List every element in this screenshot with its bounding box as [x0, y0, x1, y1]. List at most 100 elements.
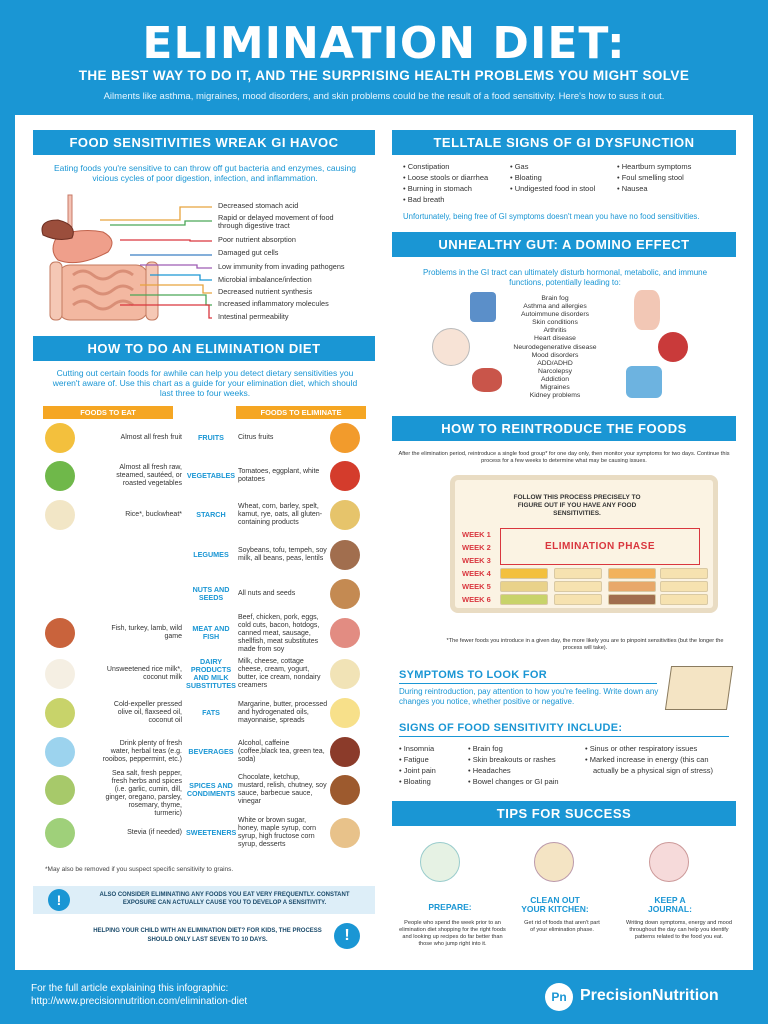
signs-title: SIGNS OF FOOD SENSITIVITY INCLUDE: [399, 722, 623, 734]
digestive-tract-illustration [41, 194, 159, 321]
domino-item: Asthma and allergies [523, 303, 587, 311]
food-to-eat-icon [45, 818, 75, 848]
tip-prepare-head: PREPARE: [428, 902, 472, 912]
page-title: ELIMINATION DIET: [142, 18, 626, 69]
knee-icon [634, 290, 660, 330]
food-to-eat-icon [45, 500, 75, 530]
food-to-eliminate-text: Tomatoes, eggplant, white potatoes [238, 468, 320, 483]
calendar-day-cell [500, 594, 548, 605]
heart-icon [658, 332, 688, 362]
calendar-day-cell [608, 581, 656, 592]
food-to-eliminate-text: Beef, chicken, pork, eggs, cold cuts, ba… [238, 614, 320, 653]
food-to-eliminate-icon [330, 818, 360, 848]
food-to-eat-icon [45, 775, 75, 805]
telltale-item: Loose stools or diarrhea [403, 172, 513, 183]
how-section-title: HOW TO DO AN ELIMINATION DIET [33, 336, 375, 361]
calendar-day-cell [608, 594, 656, 605]
food-category: STARCH [196, 510, 226, 519]
food-to-eat-text: Unsweetened rice milk*, coconut milk [106, 666, 182, 681]
food-to-eliminate-text: Alcohol, caffeine (coffee,black tea, gre… [238, 740, 325, 763]
telltale-section-title: TELLTALE SIGNS OF GI DYSFUNCTION [392, 130, 736, 155]
calendar-title: FOLLOW THIS PROCESS PRECISELY TO FIGURE … [513, 494, 641, 517]
domino-item: Migraines [540, 384, 570, 392]
gi-connector-lines [100, 206, 212, 319]
domino-item: ADD/ADHD [537, 359, 573, 367]
sign-item: Brain fog [468, 743, 583, 754]
alert-text-1: ALSO CONSIDER ELIMINATING ANY FOODS YOU … [99, 892, 350, 906]
footer-url[interactable]: http://www.precisionnutrition.com/elimin… [31, 996, 248, 1007]
gi-description: Eating foods you're sensitive to can thr… [54, 163, 356, 183]
telltale-item: Bad breath [403, 194, 513, 205]
telltale-item: Undigested food in stool [510, 183, 620, 194]
elimination-phase-text: ELIMINATION PHASE [545, 541, 655, 552]
food-to-eliminate-icon [330, 540, 360, 570]
telltale-item: Burning in stomach [403, 183, 513, 194]
calendar-day-cell [554, 568, 602, 579]
food-to-eat-text: Stevia (if needed) [127, 829, 182, 836]
sign-item: Joint pain [399, 765, 464, 776]
gi-effect-item: Decreased nutrient synthesis [218, 287, 313, 296]
telltale-note: Unfortunately, being free of GI symptoms… [403, 212, 700, 221]
week-label: WEEK 1 [462, 530, 491, 539]
food-to-eat-text: Drink plenty of fresh water, herbal teas… [102, 740, 182, 763]
sign-item: Insomnia [399, 743, 464, 754]
calendar-day-cell [500, 568, 548, 579]
week-label: WEEK 5 [462, 582, 491, 591]
domino-item: Neurodegenerative disease [513, 343, 597, 351]
food-to-eat-icon [45, 698, 75, 728]
calendar-day-cell [608, 568, 656, 579]
diet-row: LEGUMES Soybeans, tofu, tempeh, soy milk,… [40, 537, 360, 573]
symptoms-divider [399, 683, 657, 684]
brand-logo-icon: Pn [545, 983, 573, 1011]
gi-effect-item: Increased inflammatory molecules [218, 299, 329, 308]
gi-effect-item: Intestinal permeability [218, 312, 289, 321]
foods-to-eat-label: FOODS TO EAT [43, 406, 173, 419]
food-category: FATS [202, 708, 220, 717]
domino-item: Brain fog [541, 295, 569, 302]
tip-prepare-text: People who spend the week prior to an el… [399, 920, 506, 947]
food-to-eat-text: Cold-expeller pressed olive oil, flaxsee… [113, 701, 182, 724]
how-description: Cutting out certain foods for awhile can… [52, 368, 358, 398]
food-category: LEGUMES [193, 550, 229, 559]
week-label: WEEK 3 [462, 556, 491, 565]
sleeping-person-icon [626, 366, 662, 398]
food-category: SWEETENERS [186, 828, 237, 837]
week-label: WEEK 2 [462, 543, 491, 552]
domino-item: Addiction [541, 375, 569, 383]
food-to-eliminate-icon [330, 618, 360, 648]
telltale-item: Constipation [403, 161, 513, 172]
inhaler-icon [470, 292, 496, 322]
signs-list-col3: Sinus or other respiratory issues Marked… [585, 743, 730, 776]
kidney-icon [472, 368, 502, 392]
food-to-eat-text: Almost all fresh raw, steamed, sautéed, … [116, 464, 182, 487]
telltale-item: Nausea [617, 183, 732, 194]
telltale-item: Foul smelling stool [617, 172, 732, 183]
brand-logo-text: Pn [551, 990, 567, 1004]
food-to-eliminate-text: Citrus fruits [238, 434, 274, 441]
elimination-phase-box: ELIMINATION PHASE [500, 528, 700, 565]
gi-effect-item: Rapid or delayed movement of food throug… [218, 213, 334, 230]
calendar-day-cell [500, 581, 548, 592]
domino-item: Skin conditions [532, 319, 578, 327]
telltale-item: Gas [510, 161, 620, 172]
food-category: DAIRY PRODUCTS AND MILK SUBSTITUTES [186, 656, 236, 691]
food-to-eliminate-text: Soybeans, tofu, tempeh, soy milk, all be… [238, 547, 327, 562]
food-to-eliminate-text: All nuts and seeds [238, 590, 296, 597]
food-to-eliminate-icon [330, 423, 360, 453]
gi-effect-item: Microbial imbalance/infection [218, 275, 312, 284]
page-subtitle: THE BEST WAY TO DO IT, AND THE SURPRISIN… [78, 68, 690, 83]
page-intro: Ailments like asthma, migraines, mood di… [103, 91, 665, 102]
alert-icon-1: ! [48, 889, 70, 911]
diet-row: Almost all fresh raw, steamed, sautéed, … [40, 458, 360, 494]
alert-icon-2: ! [334, 923, 360, 949]
foods-to-eliminate-text: FOODS TO ELIMINATE [260, 408, 342, 417]
calendar-day-cell [554, 581, 602, 592]
food-to-eat-icon [45, 423, 75, 453]
food-to-eliminate-text: Milk, cheese, cottage cheese, cream, yog… [238, 658, 321, 689]
calendar-day-cell [660, 568, 708, 579]
tip-clean-text: Get rid of foods that aren't part of you… [524, 920, 600, 933]
signs-divider [399, 736, 729, 737]
